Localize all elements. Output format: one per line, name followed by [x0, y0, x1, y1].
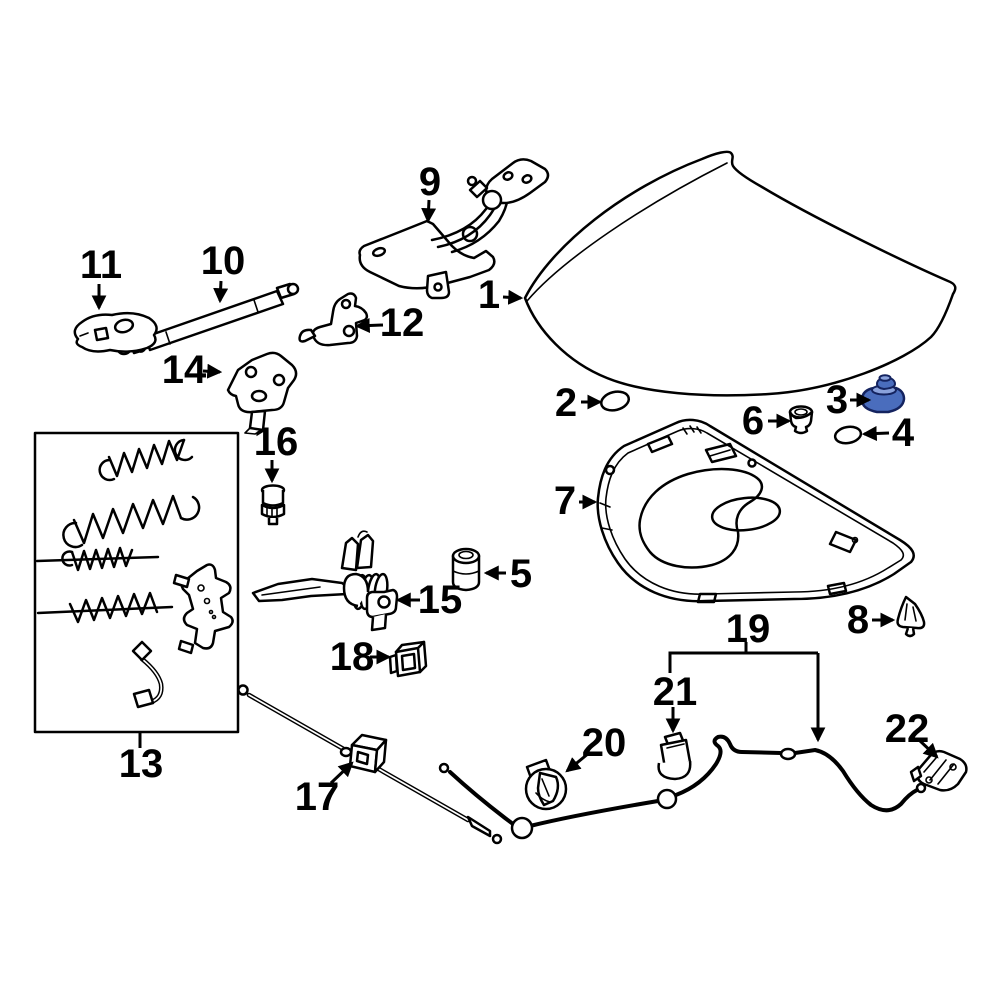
group-19-bracket: [668, 651, 818, 673]
callout-4-arrow: [861, 425, 890, 441]
part-push-clip: [260, 484, 286, 526]
callout-5-label[interactable]: 5: [510, 552, 532, 596]
callout-11-label[interactable]: 11: [80, 243, 122, 287]
part-latch-hardware-kit: [33, 431, 240, 734]
callout-17-arrow: [329, 761, 354, 785]
callout-1-label[interactable]: 1: [478, 273, 500, 317]
part-rod-bracket: [73, 311, 158, 353]
part-hood-bumper: [451, 547, 481, 592]
part-cable-clip: [388, 640, 428, 678]
callout-4-label[interactable]: 4: [892, 411, 915, 455]
callout-14-label[interactable]: 14: [162, 348, 207, 392]
part-cable-retainer-clip: [657, 731, 692, 781]
callout-9-arrow: [421, 199, 437, 224]
callout-9-label[interactable]: 9: [419, 160, 441, 204]
callout-17-label[interactable]: 17: [295, 775, 340, 819]
callout-13-label[interactable]: 13: [119, 742, 164, 786]
callout-22-label[interactable]: 22: [885, 707, 930, 751]
callout-19-label[interactable]: 19: [726, 607, 771, 651]
part-hood-hinge: [358, 158, 550, 300]
callout-10-label[interactable]: 10: [201, 239, 246, 283]
callout-20-arrow: [565, 751, 590, 773]
callout-12-label[interactable]: 12: [380, 301, 425, 345]
callout-21-label[interactable]: 21: [653, 670, 698, 714]
part-grommet: [788, 405, 814, 435]
part-hood-panel: [523, 150, 957, 397]
part-release-lever: [909, 749, 968, 792]
callout-3-label[interactable]: 3: [826, 378, 848, 422]
part-oval-plug-rear: [833, 425, 863, 445]
callout-16-label[interactable]: 16: [254, 420, 299, 464]
callout-2-label[interactable]: 2: [555, 381, 577, 425]
callout-20-label[interactable]: 20: [582, 721, 627, 765]
part-hinge-bracket: [298, 292, 369, 347]
callout-10-arrow: [213, 280, 229, 304]
part-hood-insulator-pad: [596, 418, 915, 604]
part-rod-holder: [251, 530, 399, 632]
callout-7-label[interactable]: 7: [554, 479, 576, 523]
callout-8-label[interactable]: 8: [847, 598, 869, 642]
callout-15-label[interactable]: 15: [418, 578, 463, 622]
part-release-handle: [524, 758, 568, 811]
part-tree-clip: [896, 595, 926, 638]
part-support-bracket: [226, 351, 298, 435]
callout-6-label[interactable]: 6: [742, 399, 764, 443]
callout-12-arrow: [354, 318, 384, 334]
callout-18-label[interactable]: 18: [330, 635, 375, 679]
part-release-cable: [237, 684, 934, 845]
part-grommet-highlighted: [860, 374, 906, 414]
part-cable-clamp: [339, 733, 388, 774]
callout-1-arrow: [502, 289, 524, 305]
callout-14-arrow: [202, 363, 223, 379]
callout-22-arrow: [916, 737, 939, 759]
